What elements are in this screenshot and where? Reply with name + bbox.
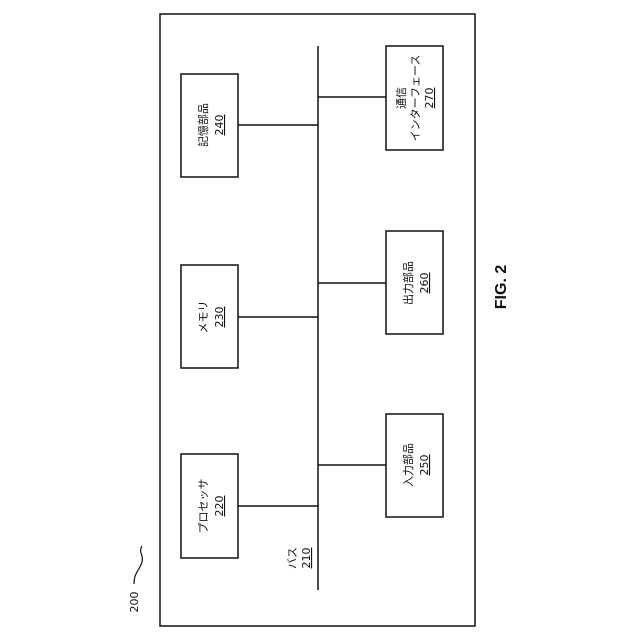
storage-label: 記憶部品 xyxy=(196,103,210,147)
figure-ref-leader xyxy=(134,546,142,584)
processor-ref: 220 xyxy=(213,496,226,517)
comm-interface-ref: 270 xyxy=(423,88,436,109)
comm-interface-label-line1: 通信 xyxy=(395,87,408,109)
input-ref: 250 xyxy=(418,455,431,476)
figure-ref-number: 200 xyxy=(128,592,141,613)
output-label: 出力部品 xyxy=(401,261,415,305)
memory-label: メモリ xyxy=(197,301,210,334)
storage-ref: 240 xyxy=(213,115,226,136)
input-label: 入力部品 xyxy=(401,443,415,487)
processor-label: プロセッサ xyxy=(197,479,210,534)
bus-ref: 210 xyxy=(300,548,313,569)
comm-interface-label-line2: インターフェース xyxy=(409,55,422,142)
memory-ref: 230 xyxy=(213,307,226,328)
figure-label: FIG. 2 xyxy=(493,265,510,310)
output-ref: 260 xyxy=(418,273,431,294)
bus-label: バス xyxy=(286,547,299,569)
